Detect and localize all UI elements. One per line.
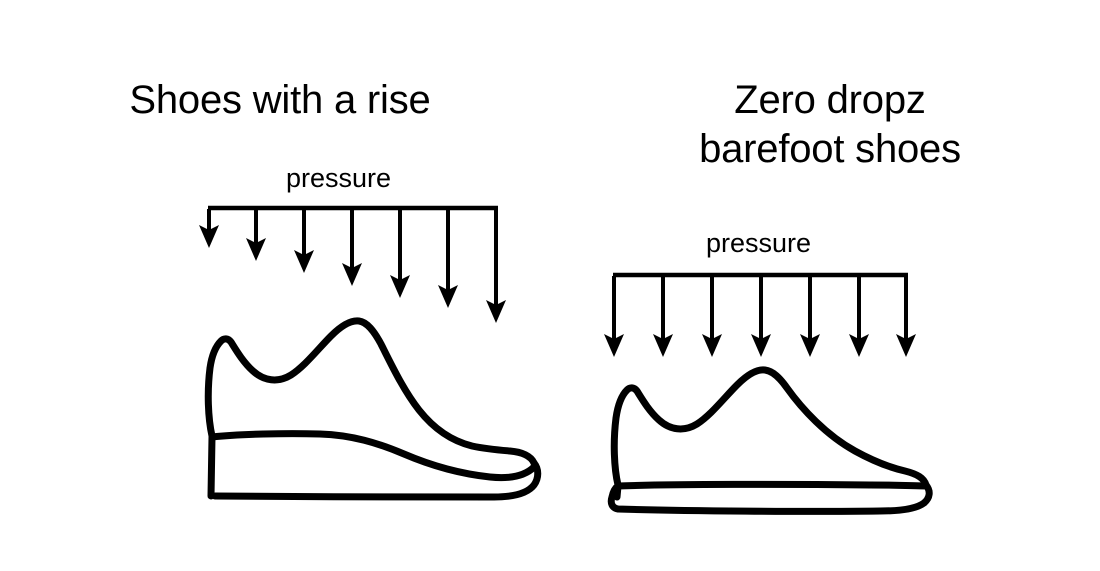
right-figure	[604, 272, 933, 515]
pressure-label-left: pressure	[286, 163, 392, 193]
shoe-upper-right	[610, 366, 930, 489]
pressure-arrow-1	[604, 276, 624, 357]
pressure-arrow-2	[246, 209, 266, 261]
panel-shoes-with-a-rise: Shoes with a rise pressure	[129, 78, 542, 501]
panel-title-left: Shoes with a rise	[129, 78, 431, 122]
pressure-arrow-5	[800, 276, 820, 357]
pressure-arrow-4	[342, 209, 362, 286]
pressure-arrow-1	[199, 209, 219, 248]
pressure-arrow-2	[653, 276, 673, 357]
panel-title-right: Zero dropz barefoot shoes	[699, 78, 961, 171]
pressure-arrow-5	[390, 209, 410, 298]
pressure-arrows-right	[604, 276, 916, 357]
left-figure	[199, 205, 542, 501]
panel-zero-dropz-barefoot-shoes: Zero dropz barefoot shoes pressure	[560, 0, 1100, 571]
pressure-arrows-left	[199, 209, 506, 323]
shoe-upper-left	[204, 317, 538, 467]
pressure-arrow-7	[486, 209, 506, 323]
pressure-arrow-7	[896, 276, 916, 357]
pressure-arrow-6	[849, 276, 869, 357]
shoe-sole-right	[607, 480, 933, 515]
pressure-arrow-3	[294, 209, 314, 273]
pressure-arrow-6	[438, 209, 458, 308]
pressure-label-right: pressure	[706, 228, 812, 258]
pressure-arrow-3	[702, 276, 722, 357]
shoe-sole-left	[207, 430, 542, 501]
pressure-arrow-4	[751, 276, 771, 357]
